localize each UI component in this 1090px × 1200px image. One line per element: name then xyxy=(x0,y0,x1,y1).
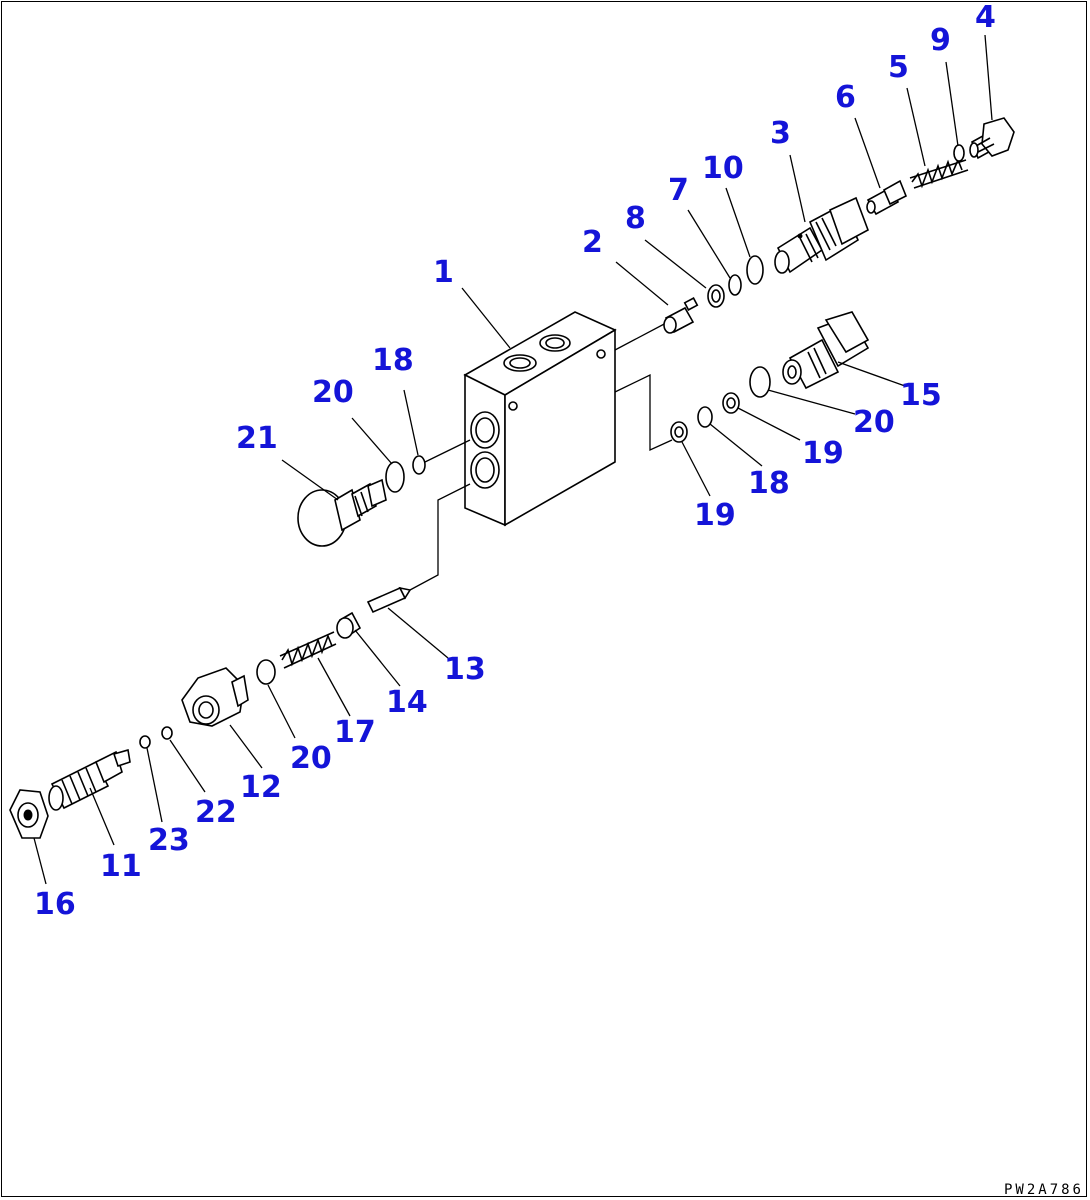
callout-12: 12 xyxy=(240,770,282,805)
callout-5: 5 xyxy=(888,50,909,85)
part-5-spring xyxy=(909,157,969,189)
part-20-oring-right xyxy=(749,366,771,398)
part-7-ring xyxy=(728,274,742,296)
part-20-oring-left-upper xyxy=(385,461,405,493)
part-23-ring xyxy=(139,735,151,749)
callout-20-right: 20 xyxy=(853,405,895,440)
callout-21: 21 xyxy=(236,421,278,456)
callout-labels: 1 2 3 4 5 6 7 8 9 10 11 12 13 14 15 16 1… xyxy=(34,0,996,922)
part-13-pin xyxy=(366,586,412,614)
callout-13: 13 xyxy=(444,652,486,687)
part-18-ring-left xyxy=(412,455,426,475)
part-18-ring-right xyxy=(697,406,713,428)
callout-16: 16 xyxy=(34,887,76,922)
callout-15: 15 xyxy=(900,378,942,413)
callout-8: 8 xyxy=(625,201,646,236)
callout-14: 14 xyxy=(386,685,428,720)
part-12-nut xyxy=(181,667,249,727)
callout-18-right: 18 xyxy=(748,466,790,501)
assembly-axis-lines xyxy=(409,321,673,591)
callout-17: 17 xyxy=(334,715,376,750)
callout-20-lower: 20 xyxy=(290,741,332,776)
part-9-oring xyxy=(953,144,965,162)
callout-6: 6 xyxy=(835,80,856,115)
part-21-plug xyxy=(297,478,387,547)
callout-2: 2 xyxy=(582,225,603,260)
part-19-ring-right-upper xyxy=(722,392,740,414)
part-17-spring xyxy=(279,631,337,669)
part-6-poppet xyxy=(866,179,908,216)
part-16-lock-nut xyxy=(9,789,49,839)
part-20-oring-lower xyxy=(256,659,276,685)
part-22-oring xyxy=(161,726,173,740)
part-10-oring xyxy=(746,255,764,285)
part-15-valve-assembly xyxy=(782,311,870,390)
callout-23: 23 xyxy=(148,823,190,858)
leader-lines xyxy=(33,34,993,885)
callout-22: 22 xyxy=(195,795,237,830)
callout-7: 7 xyxy=(668,173,689,208)
part-8-ring xyxy=(707,284,725,308)
part-3-relief-valve xyxy=(774,196,869,274)
callout-19-lower: 19 xyxy=(694,498,736,533)
part-19-ring-right-lower xyxy=(670,421,688,443)
callout-1: 1 xyxy=(433,255,454,290)
callout-20-left: 20 xyxy=(312,375,354,410)
drawing-id: PW2A786 xyxy=(1004,1182,1084,1198)
callout-3: 3 xyxy=(770,116,791,151)
callout-19-upper: 19 xyxy=(802,436,844,471)
callout-11: 11 xyxy=(100,849,142,884)
part-14-seat xyxy=(336,611,362,639)
callout-9: 9 xyxy=(930,23,951,58)
callout-18-left: 18 xyxy=(372,343,414,378)
part-1-valve-body xyxy=(463,311,617,527)
part-4-plug xyxy=(969,117,1015,160)
callout-10: 10 xyxy=(702,151,744,186)
part-2-plunger xyxy=(663,297,699,334)
callout-4: 4 xyxy=(975,0,996,35)
part-11-adjusting-screw xyxy=(48,748,131,811)
